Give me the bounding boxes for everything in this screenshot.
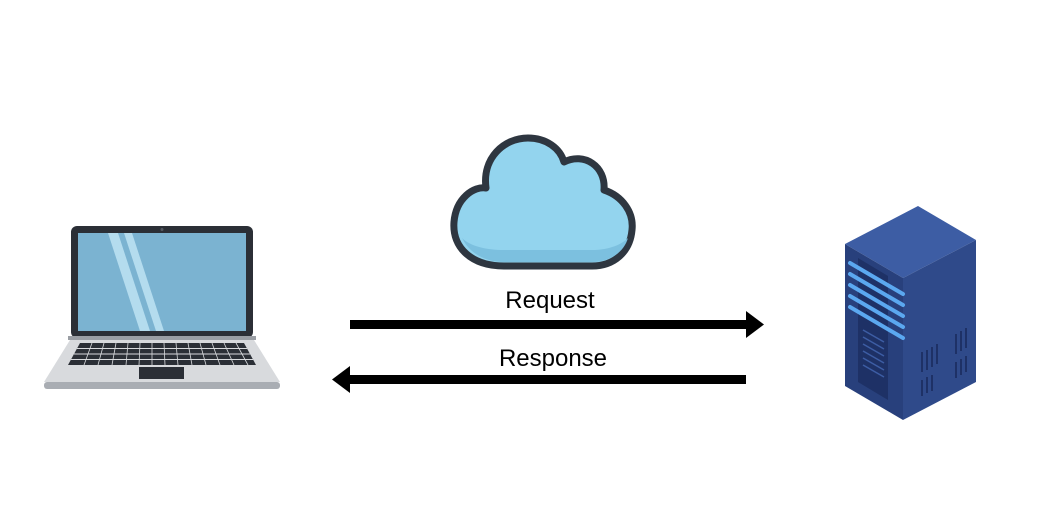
response-arrow bbox=[332, 366, 746, 393]
request-arrow bbox=[350, 311, 764, 338]
request-label: Request bbox=[505, 287, 595, 314]
server-icon bbox=[845, 206, 976, 420]
response-label: Response bbox=[499, 345, 607, 372]
laptop-icon bbox=[44, 226, 280, 389]
cloud-icon bbox=[450, 134, 636, 270]
